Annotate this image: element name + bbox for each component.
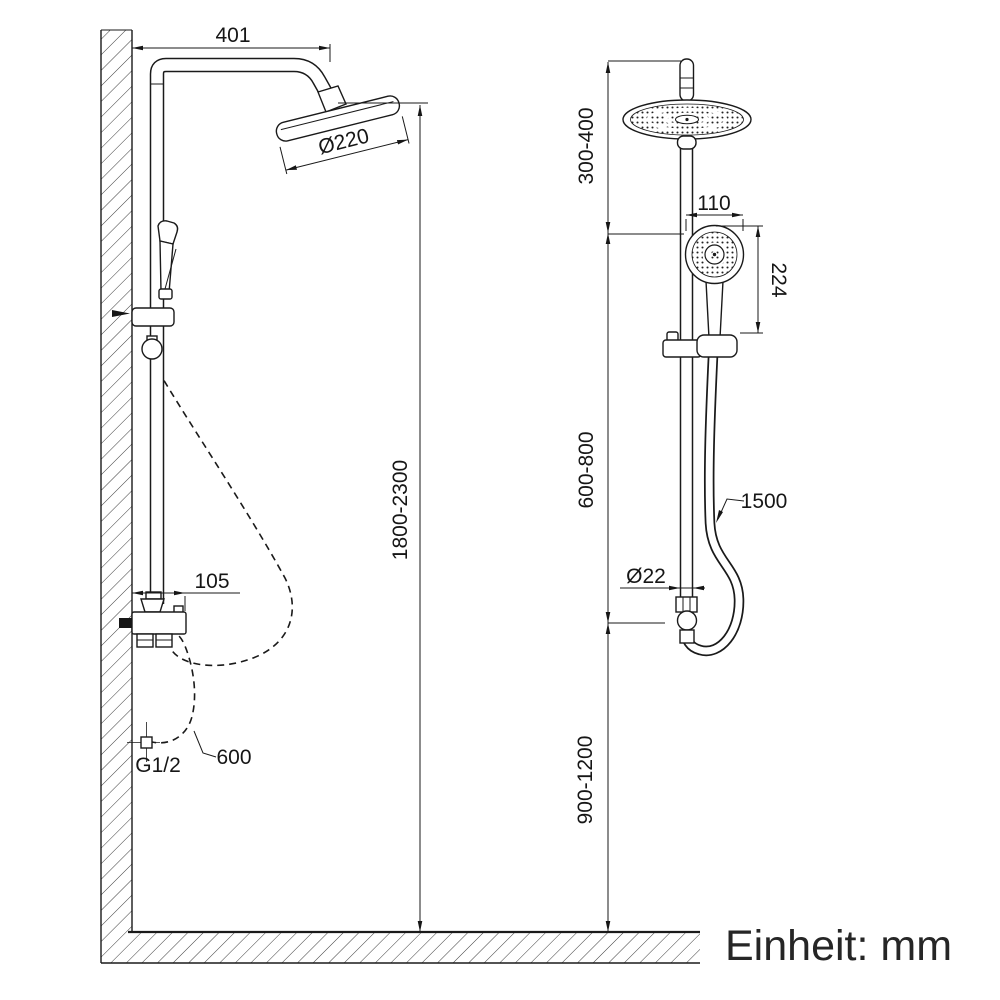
spray-ring [665,112,709,127]
holder-foot [158,288,173,300]
pipe-top-cap [679,58,695,102]
valve-body [131,611,187,635]
head-collar [676,135,697,150]
pipe-diameter-label: Ø22 [626,565,666,588]
outlet-nut [675,596,698,613]
top-width-label: 401 [215,24,250,47]
hose-length-label: 600 [216,746,251,769]
valve-nut [140,598,165,613]
ext-line [279,146,288,175]
valve-wall-stub [119,618,132,628]
wall-and-floor [100,29,700,964]
riser-pipe-outline [149,57,335,604]
dim-line-head-diameter [285,139,409,171]
bracket-anchor [112,310,130,317]
wall-bracket [131,307,175,327]
head-swivel-joint [317,85,347,113]
lower-range-label: 900-1200 [574,736,597,825]
handshower-width-label: 110 [697,192,730,215]
right-view-front [622,58,752,657]
hand-face-hub-dot [712,252,717,257]
bar-range-label: 600-800 [575,431,598,508]
holder-clip-line [164,248,177,290]
handshower-height-label: 224 [767,262,790,297]
spray-center-dot [685,117,689,122]
hose-connector [679,629,695,644]
left-view-dimensions: 401 1800-2300 105 600 G1/2 [132,24,428,932]
mount-height-label: 1800-2300 [389,460,412,560]
holder-ball-joint [141,338,163,360]
arrowhead [669,585,680,591]
outlet-ball-joint [676,610,698,631]
shower-hose-body [682,355,743,655]
left-view-side: Ø220 [112,57,410,762]
ext-line [401,116,410,144]
leader-arrowhead [716,510,723,523]
hose-length-label: 1500 [741,490,788,513]
spray-ring [646,107,728,132]
hand-shower-head-side [157,220,179,245]
unit-note: Einheit: mm [725,922,952,970]
hand-shower-handle [705,280,724,339]
holder-cup [696,334,738,358]
right-view-dimensions: 300-400 600-800 900-1200 110 224 Ø22 150… [574,60,790,932]
head-drop-label: 300-400 [575,107,598,184]
arrowhead [693,585,704,591]
inlet-thread-label: G1/2 [135,754,181,777]
slider-bracket [662,339,702,358]
inlet-fitting [140,736,153,749]
shower-head-rim-line [280,101,394,131]
valve-depth-label: 105 [194,570,229,593]
hand-shower-hose-dashed [151,359,294,744]
hose-leader [193,730,217,758]
riser-pipe-body [151,59,334,604]
